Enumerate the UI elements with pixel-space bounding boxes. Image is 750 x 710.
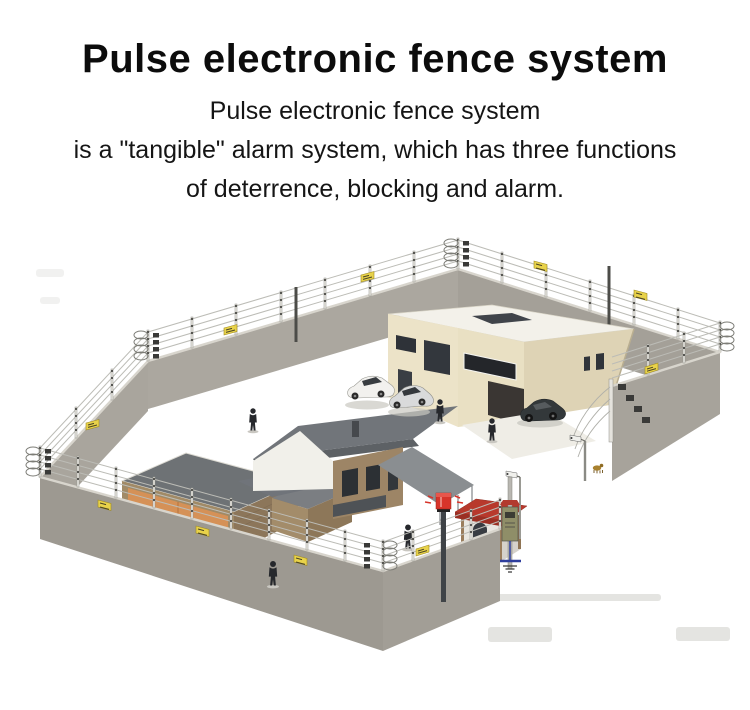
header: Pulse electronic fence system Pulse elec… (0, 0, 750, 209)
subtitle-line-3: of deterrence, blocking and alarm. (186, 175, 564, 203)
warning-signs-back (85, 260, 648, 431)
fence-energizer-unit (500, 476, 521, 573)
earth-ground-symbol (500, 541, 521, 573)
car-white (345, 375, 395, 410)
office-building (387, 304, 635, 459)
tall-pole (607, 266, 611, 362)
gable (253, 431, 333, 491)
ribbon-window (463, 352, 517, 381)
perimeter-wall-front (38, 350, 722, 651)
house-complex (238, 406, 474, 525)
page-subtitle: Pulse electronic fence system is a "tang… (0, 92, 750, 209)
awning (333, 495, 386, 517)
page-title: Pulse electronic fence system (82, 37, 668, 81)
fence-system-illustration (0, 209, 750, 689)
guard-dog (592, 463, 604, 474)
subtitle-line-2: is a "tangible" alarm system, which has … (73, 136, 677, 164)
alarm-strobe-light (424, 492, 464, 602)
roof-skylight (472, 313, 532, 324)
cctv-camera (569, 434, 587, 481)
fence-system-scene (25, 237, 735, 651)
corner-tension-coils (25, 446, 398, 571)
ground-smudges (36, 269, 730, 642)
subtitle-line-1: Pulse electronic fence system (209, 97, 541, 125)
gate-post-assembly (571, 378, 650, 458)
chimney (352, 421, 359, 437)
electric-fence-back (39, 237, 735, 470)
electric-fence-front (25, 322, 721, 572)
entrance (488, 381, 524, 425)
veranda-roof (378, 447, 474, 505)
warning-signs-front (97, 362, 659, 566)
tall-pole (294, 287, 298, 342)
corner-tension-coils (133, 238, 735, 361)
cctv-camera (505, 470, 521, 539)
person (247, 408, 259, 434)
car-suv (517, 398, 566, 428)
car-silver (388, 385, 434, 417)
